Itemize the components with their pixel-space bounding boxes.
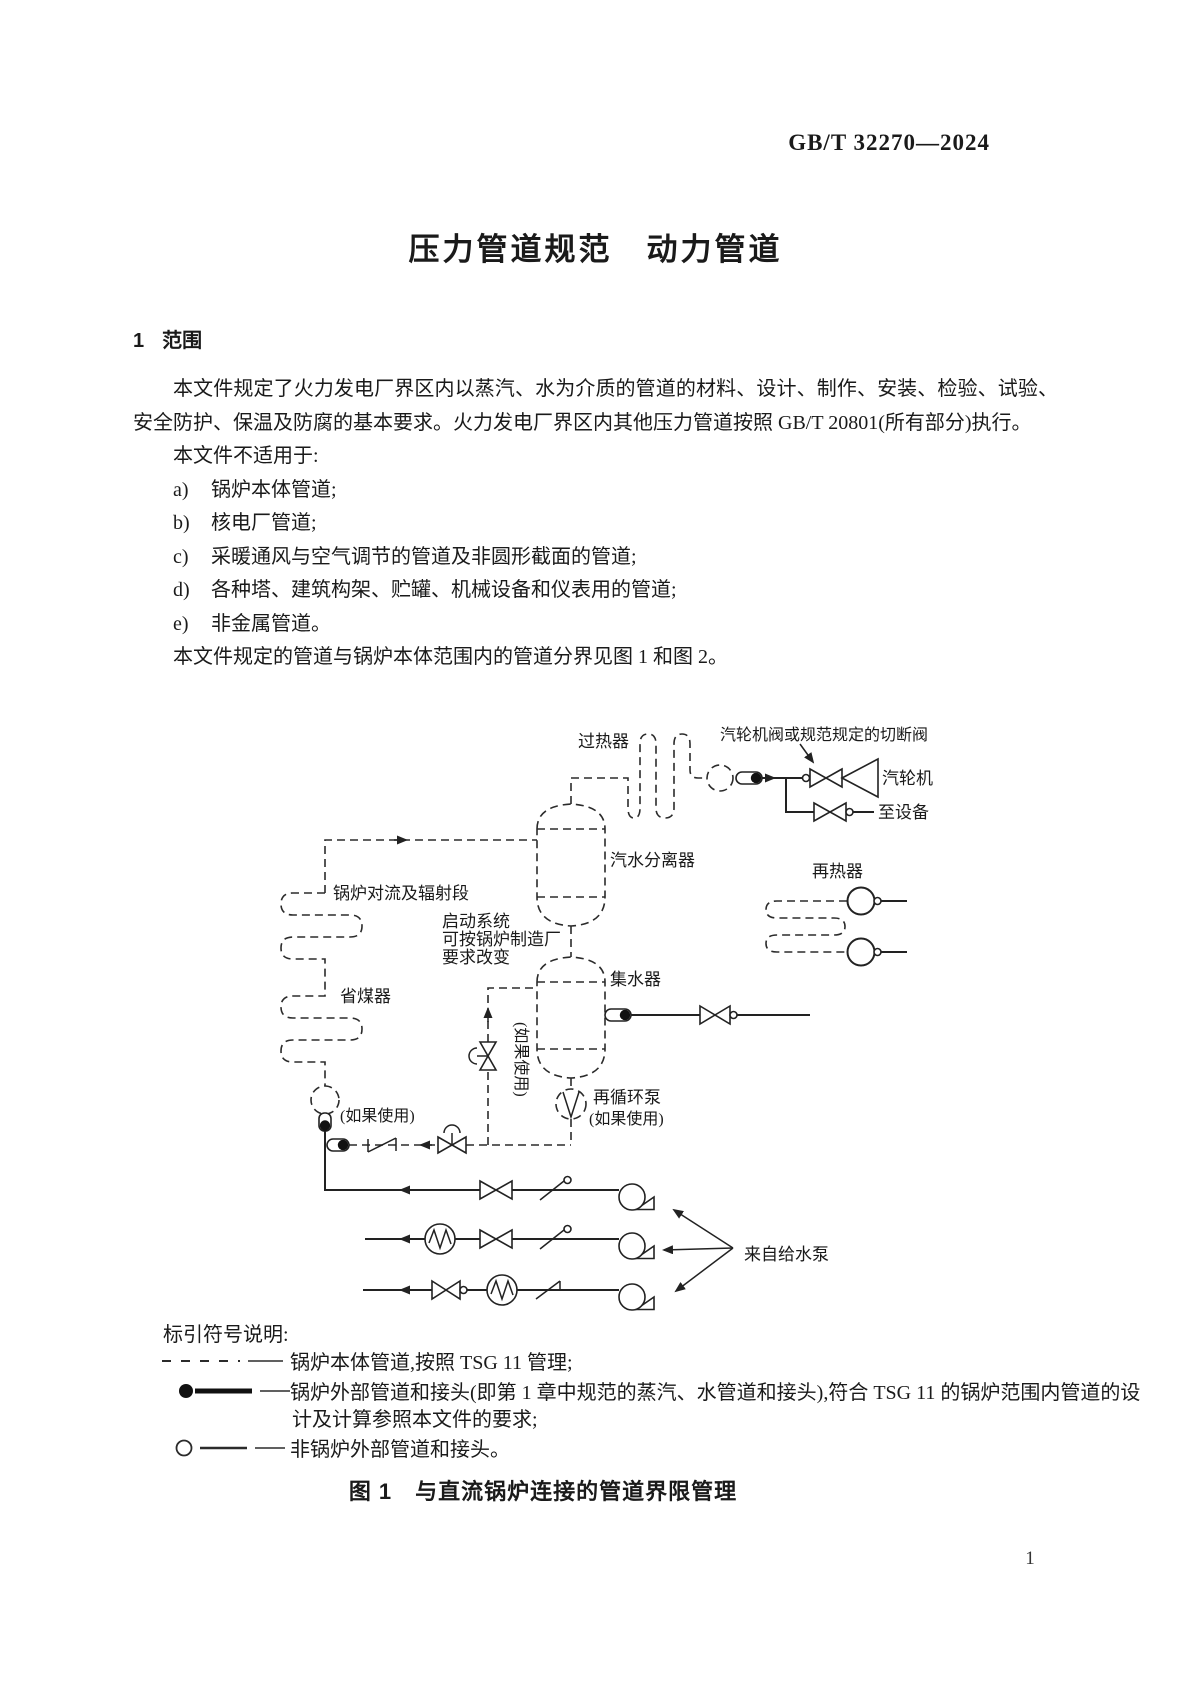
list-marker: b) [173, 512, 190, 534]
list-item: b) 核电厂管道; [133, 507, 1058, 541]
flow-arrow-icon [394, 743, 815, 1295]
to-equipment-label: 至设备 [878, 803, 929, 822]
reheater-coil [765, 900, 847, 953]
legend-intro-text: 标引符号说明: [163, 1324, 289, 1346]
list-item-text: 核电厂管道; [211, 512, 317, 534]
check-valve-icon [367, 1137, 572, 1300]
boiler-body-piping [280, 733, 847, 1146]
open-circle-line-symbol [175, 1439, 285, 1456]
boundary-circle-icon [706, 764, 734, 792]
doc-number: GB/T 32270—2024 [788, 130, 990, 155]
bypass-line [487, 987, 537, 1145]
section-heading: 1 范围 [133, 324, 202, 353]
startup-system-label: 要求改变 [442, 948, 510, 967]
reheater-label: 再热器 [812, 862, 863, 881]
legend-intro: 标引符号说明: [133, 1318, 289, 1347]
pump-icon [618, 1183, 655, 1311]
list-item: a) 锅炉本体管道; [133, 474, 1058, 508]
legend-item-text: 非锅炉外部管道和接头。 [290, 1439, 510, 1461]
list-item-text: 锅炉本体管道; [211, 478, 337, 501]
dashed-line-symbol [162, 1359, 283, 1362]
legend-item: 锅炉外部管道和接头(即第 1 章中规范的蒸汽、水管道和接头),符合 TSG 11… [133, 1376, 1140, 1405]
legend-item: 锅炉本体管道,按照 TSG 11 管理; [133, 1346, 573, 1375]
list-item-text: 采暖通风与空气调节的管道及非圆形截面的管道; [211, 545, 637, 568]
collector-vessel [536, 956, 606, 1079]
paragraph: 本文件规定的管道与锅炉本体范围内的管道分界见图 1 和图 2。 [173, 646, 728, 668]
boiler-convection-label: 锅炉对流及辐射段 [333, 884, 469, 903]
list-item-text: 各种塔、建筑构架、贮罐、机械设备和仪表用的管道; [211, 579, 677, 601]
from-feed-pump-label: 来自给水泵 [744, 1245, 829, 1264]
joint-capsule-icon [318, 771, 763, 1152]
reheater-connector-icon [846, 886, 882, 967]
list-marker: e) [173, 612, 189, 635]
recirc-pump-label: 再循环泵 [593, 1088, 661, 1107]
boundary-circle-icon [310, 1085, 340, 1115]
list-item-text: 非金属管道。 [211, 612, 331, 635]
turbine-icon [840, 757, 879, 799]
superheater-label: 过热器 [578, 732, 629, 751]
list-item: c) 采暖通风与空气调节的管道及非圆形截面的管道; [133, 541, 1058, 575]
legend-item-text: 锅炉本体管道,按照 TSG 11 管理; [290, 1352, 573, 1374]
section-number: 1 [133, 330, 145, 352]
separator-label: 汽水分离器 [610, 851, 695, 870]
page-number: 1 [1025, 1548, 1035, 1569]
list-item: e) 非金属管道。 [133, 608, 1058, 642]
control-valve-icon [437, 1041, 498, 1155]
superheater-coil [570, 733, 707, 819]
legend-item-text: 锅炉外部管道和接头(即第 1 章中规范的蒸汽、水管道和接头),符合 TSG 11… [290, 1382, 1141, 1404]
list-marker: c) [173, 545, 189, 568]
if-used-label: (如果使用) [340, 1107, 415, 1125]
list-marker: a) [173, 478, 189, 501]
turbine-valve-note-label: 汽轮机阀或规范规定的切断阀 [720, 726, 928, 744]
feed-line [324, 839, 537, 893]
gate-valve-icon [431, 767, 854, 1301]
boiler-convection-coil [280, 892, 363, 1086]
section-title: 范围 [162, 330, 203, 352]
paragraph: 本文件不适用于: [173, 445, 319, 467]
legend-item-text: 计及计算参照本文件的要求; [292, 1409, 538, 1431]
economizer-label: 省煤器 [340, 987, 391, 1006]
figure-caption: 图 1 与直流锅炉连接的管道界限管理 [348, 1479, 738, 1504]
heat-exchanger-icon [424, 1223, 518, 1306]
separator-vessel [536, 803, 606, 927]
startup-system-label: 可按锅炉制造厂 [442, 930, 561, 949]
if-used-label: (如果使用) [512, 1022, 530, 1097]
legend-item: 非锅炉外部管道和接头。 [133, 1433, 510, 1462]
collector-label: 集水器 [610, 970, 661, 989]
list-item: d) 各种塔、建筑构架、贮罐、机械设备和仪表用的管道; [133, 574, 1058, 608]
turbine-label: 汽轮机 [882, 769, 933, 788]
page-title: 压力管道规范 动力管道 [408, 232, 783, 267]
filled-circle-line-symbol [179, 1383, 290, 1398]
body-text: 本文件规定了火力发电厂界区内以蒸汽、水为介质的管道的材料、设计、制作、安装、检验… [133, 373, 1058, 675]
startup-system-label: 启动系统 [442, 912, 510, 931]
if-used-label: (如果使用) [589, 1110, 664, 1128]
legend-item-continued: 计及计算参照本文件的要求; [292, 1403, 538, 1432]
list-marker: d) [173, 579, 190, 601]
paragraph: 本文件规定了火力发电厂界区内以蒸汽、水为介质的管道的材料、设计、制作、安装、检验… [133, 378, 1058, 434]
recirculation-pump-icon [555, 1088, 587, 1120]
figure-diagram: 过热器 汽轮机阀或规范规定的切断阀 汽轮机 至设备 汽水分离器 再热器 锅炉对流… [280, 726, 933, 1311]
